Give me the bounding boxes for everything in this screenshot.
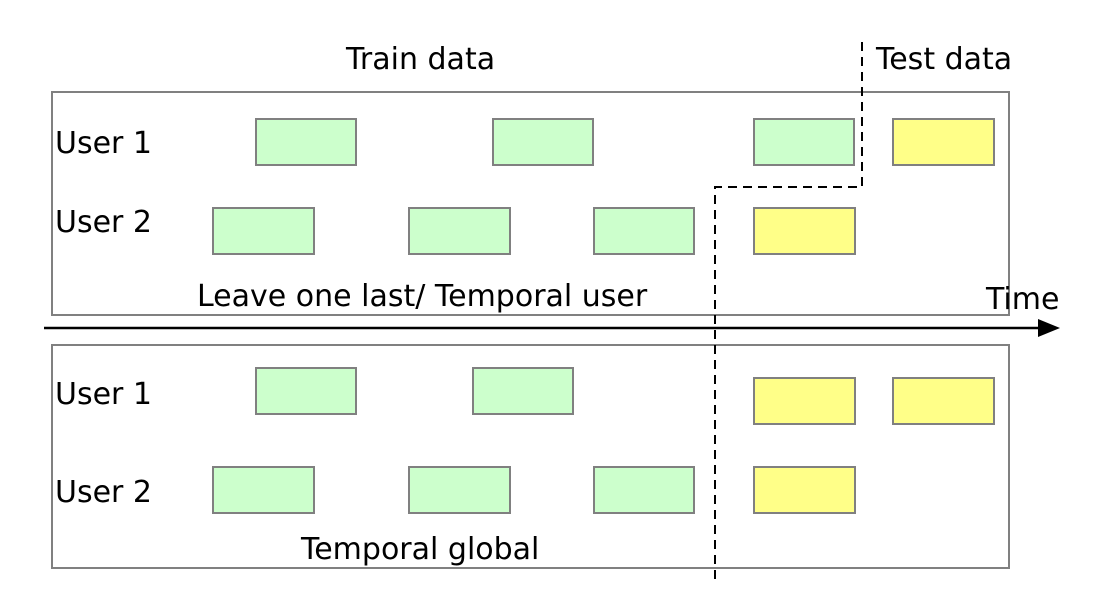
train-event-box bbox=[472, 367, 574, 415]
train-data-label: Train data bbox=[346, 42, 496, 77]
panel-frame-temporal-global bbox=[51, 344, 1010, 569]
user-label: User 2 bbox=[55, 475, 153, 510]
train-event-box bbox=[593, 207, 695, 255]
train-event-box bbox=[255, 118, 357, 166]
user-label: User 2 bbox=[55, 205, 153, 240]
train-event-box bbox=[212, 207, 315, 255]
panel-frame-temporal-user bbox=[51, 91, 1010, 316]
train-event-box bbox=[408, 207, 511, 255]
time-axis-label: Time bbox=[986, 282, 1060, 317]
train-test-split-line bbox=[714, 42, 863, 580]
test-event-box bbox=[753, 207, 856, 255]
train-event-box bbox=[408, 466, 511, 514]
panel-caption: Temporal global bbox=[301, 532, 540, 567]
test-event-box bbox=[753, 466, 856, 514]
test-event-box bbox=[892, 377, 995, 425]
train-event-box bbox=[255, 367, 357, 415]
train-event-box bbox=[212, 466, 315, 514]
train-event-box bbox=[753, 118, 855, 166]
test-data-label: Test data bbox=[876, 42, 1013, 77]
panel-caption: Leave one last/ Temporal user bbox=[197, 279, 648, 314]
time-axis-arrowhead bbox=[1038, 319, 1060, 337]
train-event-box bbox=[492, 118, 594, 166]
test-event-box bbox=[892, 118, 995, 166]
train-event-box bbox=[593, 466, 695, 514]
user-label: User 1 bbox=[55, 377, 153, 412]
user-label: User 1 bbox=[55, 126, 153, 161]
test-event-box bbox=[753, 377, 856, 425]
